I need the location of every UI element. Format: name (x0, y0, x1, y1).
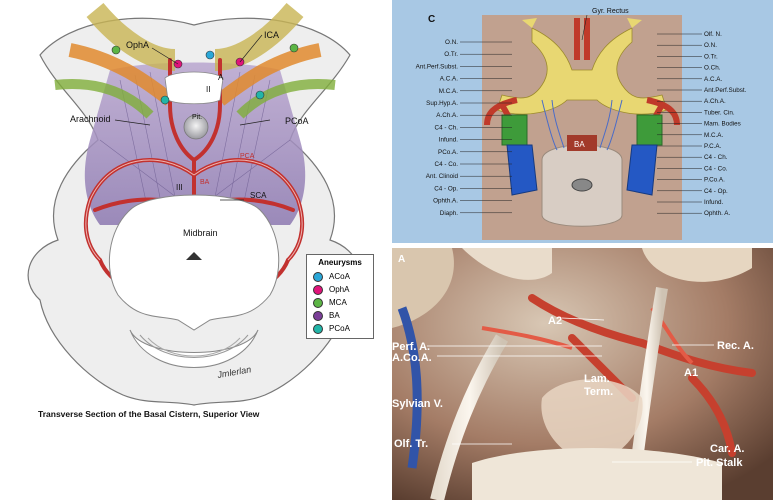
photo-label-a2: A2 (548, 315, 562, 327)
panel-c-right-labels: Olf. N. O.N. O.Tr. O.Ch. A.C.A. Ant.Perf.Subs… (657, 31, 747, 217)
right-label-item: O.N. (704, 42, 717, 49)
legend-items: ACoA OphA MCA BA PCoA (313, 270, 373, 335)
photo-drawing: A A2 Perf. A. A.Co.A. Rec. A. A1 Lam. Te… (392, 248, 773, 500)
left-label-item: C4 - Op. (434, 185, 458, 192)
label-opha: OphA (126, 40, 149, 50)
photo-label-perf-a: Perf. A. (392, 341, 430, 353)
photo-label-lam-term-line2: Term. (584, 386, 613, 398)
photo-label-sylvian-v: Sylvian V. (392, 398, 443, 410)
panel-c-letter: C (428, 14, 435, 25)
legend-item: PCoA (313, 322, 373, 335)
left-label-item: Ant. Clinoid (426, 173, 459, 180)
left-label-item: Ant.Perf.Subst. (416, 63, 459, 70)
photo-label-acoa: A.Co.A. (392, 352, 432, 364)
optic-chiasm (164, 71, 224, 105)
right-sylvian-band (214, 2, 304, 71)
right-label-item: C4 - Co. (704, 165, 728, 172)
photo-label-car-a: Car. A. (710, 443, 744, 455)
legend-item: MCA (313, 296, 373, 309)
right-label-item: O.Tr. (704, 53, 718, 60)
basal-cistern-illustration: OphA ICA II A Pit. Arachnoid PCoA PCA II… (27, 2, 374, 419)
surgical-photograph: A A2 Perf. A. A.Co.A. Rec. A. A1 Lam. Te… (392, 248, 773, 500)
right-label-item: Infund. (704, 199, 724, 206)
aneurysm-dot-acoa (205, 50, 215, 60)
legend-color-dot-icon (313, 323, 323, 334)
left-label-item: A.C.A. (440, 76, 458, 83)
left-label-item: A.Ch.A. (436, 112, 458, 119)
label-pit: Pit. (192, 114, 202, 121)
label-pcoa: PCoA (285, 116, 309, 126)
legend-item-label: MCA (329, 298, 347, 307)
right-label-item: A.C.A. (704, 76, 722, 83)
left-label-item: O.N. (445, 39, 458, 46)
left-label-item: Ophth.A. (433, 198, 458, 205)
legend-item-label: ACoA (329, 272, 350, 281)
panel-c-top-label: Gyr. Rectus (592, 8, 629, 15)
photo-label-a1: A1 (684, 367, 698, 379)
right-label-item: M.C.A. (704, 132, 723, 139)
legend-color-dot-icon (313, 297, 323, 308)
left-label-item: O.Tr. (444, 51, 458, 58)
aneurysm-dot-pcoa-left (160, 95, 170, 105)
right-label-item: C4 - Ch. (704, 154, 728, 161)
photo-label-lam-term-line1: Lam. (584, 373, 610, 385)
aneurysm-legend: Aneurysms ACoA OphA MCA BA PCoA (306, 254, 374, 339)
pituitary-stalk (183, 114, 209, 140)
right-label-item: Tuber. Cin. (704, 109, 735, 116)
left-label-item: C4 - Co. (435, 161, 459, 168)
aneurysm-dot-mca-left (111, 45, 121, 55)
left-label-item: PCo.A. (438, 149, 458, 156)
labeled-anatomy-panel-c: BA C Gyr. Rectus O.N. O.Tr. Ant.Perf.Subst… (392, 0, 773, 243)
photo-label-pit-stalk: Pit. Stalk (696, 457, 743, 469)
left-label-item: Diaph. (440, 210, 458, 217)
legend-title: Aneurysms (318, 258, 362, 267)
legend-color-dot-icon (313, 271, 323, 282)
legend-item-label: OphA (329, 285, 350, 294)
legend-item: OphA (313, 283, 373, 296)
panel-c-left-labels: O.N. O.Tr. Ant.Perf.Subst. A.C.A. M.C.A. Sup.… (416, 39, 512, 217)
legend-color-dot-icon (313, 284, 323, 295)
right-label-item: O.Ch. (704, 65, 721, 72)
label-a: A (218, 73, 224, 82)
legend-item: BA (313, 309, 373, 322)
left-label-item: Infund. (439, 137, 459, 144)
right-label-item: P.Co.A. (704, 177, 725, 184)
photo-panel-letter: A (398, 254, 405, 265)
figure-caption: Transverse Section of the Basal Cistern,… (38, 409, 260, 419)
legend-item: ACoA (313, 270, 373, 283)
aneurysm-dot-mca-right (289, 43, 299, 53)
label-pca: PCA (240, 153, 255, 160)
label-arachnoid: Arachnoid (70, 114, 111, 124)
panel-c-drawing: BA C Gyr. Rectus O.N. O.Tr. Ant.Perf.Subst… (416, 8, 747, 240)
panel-divider-horizontal (392, 243, 773, 248)
legend-item-label: PCoA (329, 324, 350, 333)
panel-divider-vertical (388, 0, 392, 500)
label-midbrain: Midbrain (183, 228, 218, 238)
right-label-item: A.Ch.A. (704, 98, 726, 105)
label-iii: III (176, 183, 183, 192)
photo-label-rec-a: Rec. A. (717, 340, 754, 352)
right-label-item: Olf. N. (704, 31, 722, 38)
label-ii: II (206, 85, 210, 94)
label-ica: ICA (264, 30, 279, 40)
label-sca: SCA (250, 191, 267, 200)
left-sylvian-band (86, 2, 176, 71)
midbrain (108, 194, 280, 331)
right-label-item: Ant.Perf.Subst. (704, 87, 747, 94)
right-label-item: Mam. Bodies (704, 121, 741, 128)
left-label-item: M.C.A. (439, 88, 458, 95)
label-ba: BA (200, 179, 210, 186)
photo-label-olf-tr: Olf. Tr. (394, 438, 428, 450)
right-label-item: C4 - Op. (704, 188, 728, 195)
panel-c-center-label: BA (574, 140, 585, 149)
left-label-item: C4 - Ch. (435, 124, 459, 131)
right-label-item: Ophth. A. (704, 210, 731, 217)
aneurysm-dot-pcoa-right (255, 90, 265, 100)
legend-color-dot-icon (313, 310, 323, 321)
basal-cistern-drawing: OphA ICA II A Pit. Arachnoid PCoA PCA II… (27, 2, 361, 419)
right-label-item: P.C.A. (704, 143, 722, 150)
left-label-item: Sup.Hyp.A. (426, 100, 458, 107)
legend-item-label: BA (329, 311, 340, 320)
